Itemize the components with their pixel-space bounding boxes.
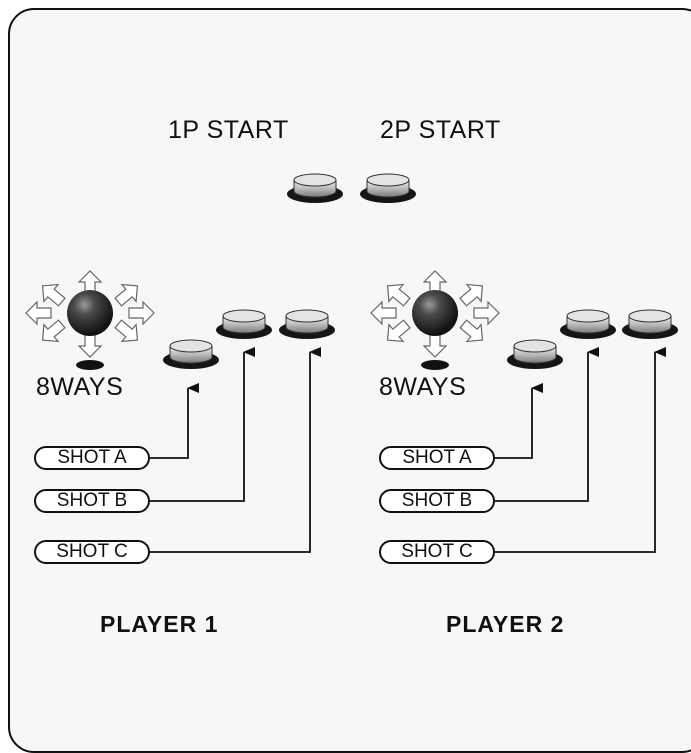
direction-arrow-icon <box>379 276 415 312</box>
player2-shot-c-label: SHOT C <box>379 540 495 564</box>
start-button-1p[interactable] <box>286 173 344 204</box>
player1-shot-c-label: SHOT C <box>34 540 150 564</box>
direction-arrow-icon <box>25 301 52 325</box>
joystick-icon <box>412 290 458 336</box>
player1-joystick-label: 8WAYS <box>36 373 124 401</box>
player2-shot-b-button[interactable] <box>559 309 617 340</box>
joystick-base <box>76 360 104 370</box>
direction-arrow-icon <box>379 314 415 350</box>
player1-shot-a-line <box>150 383 199 459</box>
player1-shot-a-label: SHOT A <box>34 446 150 470</box>
player2-shot-a-line <box>495 383 543 459</box>
player1-joystick[interactable] <box>25 270 155 370</box>
direction-arrow-icon <box>473 301 500 325</box>
start-button-2p[interactable] <box>359 173 417 204</box>
direction-arrow-icon <box>370 301 397 325</box>
player1-shot-c-button[interactable] <box>278 309 336 340</box>
player2-shot-c-button[interactable] <box>621 309 679 340</box>
direction-arrow-icon <box>34 314 70 350</box>
player2-shot-a-label: SHOT A <box>379 446 495 470</box>
start-label-2p: 2P START <box>380 116 501 144</box>
player1-shot-b-label: SHOT B <box>34 489 150 513</box>
player1-title: PLAYER 1 <box>100 611 219 637</box>
direction-arrow-icon <box>34 276 70 312</box>
direction-arrow-icon <box>110 276 146 312</box>
player2-joystick[interactable] <box>370 270 500 370</box>
player1-shot-b-line <box>150 347 255 502</box>
joystick-base <box>421 360 449 370</box>
player2-shot-b-line <box>495 347 599 502</box>
direction-arrow-icon <box>455 276 491 312</box>
player1-shot-b-button[interactable] <box>215 309 273 340</box>
direction-arrow-icon <box>110 314 146 350</box>
player1-shot-c-line <box>150 347 321 553</box>
joystick-icon <box>67 290 113 336</box>
direction-arrow-icon <box>455 314 491 350</box>
player2-title: PLAYER 2 <box>446 611 565 637</box>
direction-arrow-icon <box>128 301 155 325</box>
player2-shot-b-label: SHOT B <box>379 489 495 513</box>
player2-shot-c-line <box>495 347 666 553</box>
player2-joystick-label: 8WAYS <box>379 373 467 401</box>
control-panel-frame <box>8 8 691 753</box>
player1-shot-a-button[interactable] <box>162 339 220 370</box>
player2-shot-a-button[interactable] <box>506 339 564 370</box>
start-label-1p: 1P START <box>168 116 289 144</box>
control-diagram <box>25 173 679 553</box>
